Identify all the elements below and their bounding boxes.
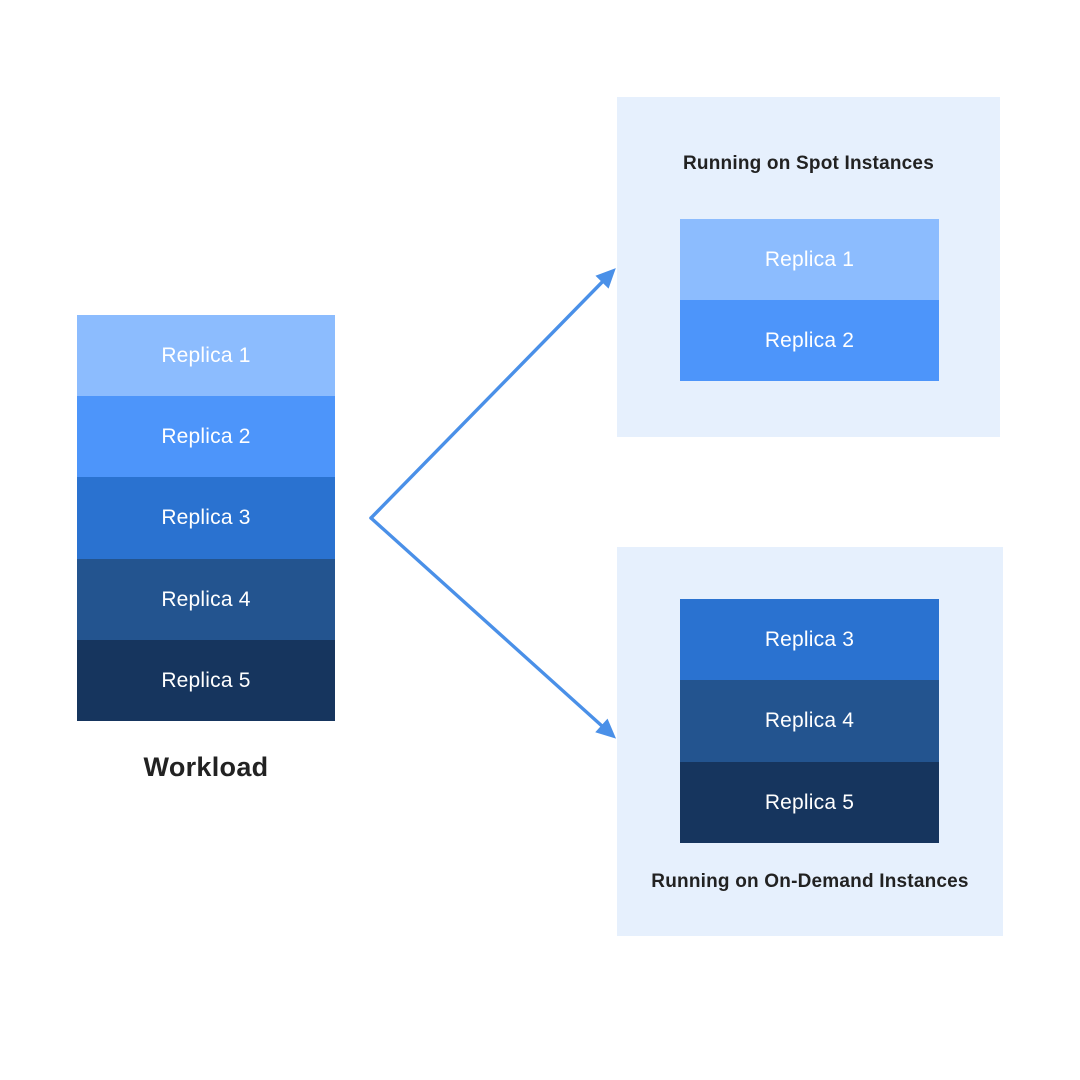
workload-replica-band: Replica 3 (77, 477, 335, 559)
replica-label: Replica 3 (764, 628, 855, 652)
replica-label: Replica 4 (764, 709, 855, 733)
workload-replica-band: Replica 5 (77, 639, 335, 721)
replica-label: Replica 5 (764, 790, 855, 814)
replica-label: Replica 1 (764, 248, 855, 271)
replica-label: Replica 2 (161, 425, 251, 449)
ondemand-replica-band: Replica 5 (680, 761, 939, 843)
replica-label: Replica 1 (161, 344, 251, 368)
spot-replica-band: Replica 2 (680, 300, 939, 381)
replica-label: Replica 2 (764, 329, 855, 352)
replica-label: Replica 4 (161, 587, 251, 611)
workload-replica-band: Replica 4 (77, 558, 335, 640)
workload-replica-band: Replica 1 (77, 315, 335, 397)
arrow-up-right-icon (369, 268, 616, 520)
spot-panel-title: Running on Spot Instances (683, 153, 934, 174)
spot-replica-stack: Replica 1 Replica 2 (680, 219, 939, 381)
ondemand-replica-stack: Replica 3 Replica 4 Replica 5 (680, 599, 939, 843)
workload-replica-band: Replica 2 (77, 396, 335, 478)
spot-replica-band: Replica 1 (680, 219, 939, 300)
arrow-down-right-icon (369, 516, 617, 739)
ondemand-instances-panel: Replica 3 Replica 4 Replica 5 Running on O… (617, 547, 1003, 936)
replica-label: Replica 3 (161, 506, 251, 530)
replica-label: Replica 5 (161, 668, 251, 692)
ondemand-replica-band: Replica 4 (680, 680, 939, 762)
workload-caption: Workload (143, 752, 269, 782)
workload-replica-stack: Replica 1 Replica 2 Replica 3 Replica 4 Repl… (77, 315, 335, 721)
ondemand-panel-title: Running on On-Demand Instances (651, 871, 969, 892)
ondemand-replica-band: Replica 3 (680, 599, 939, 681)
